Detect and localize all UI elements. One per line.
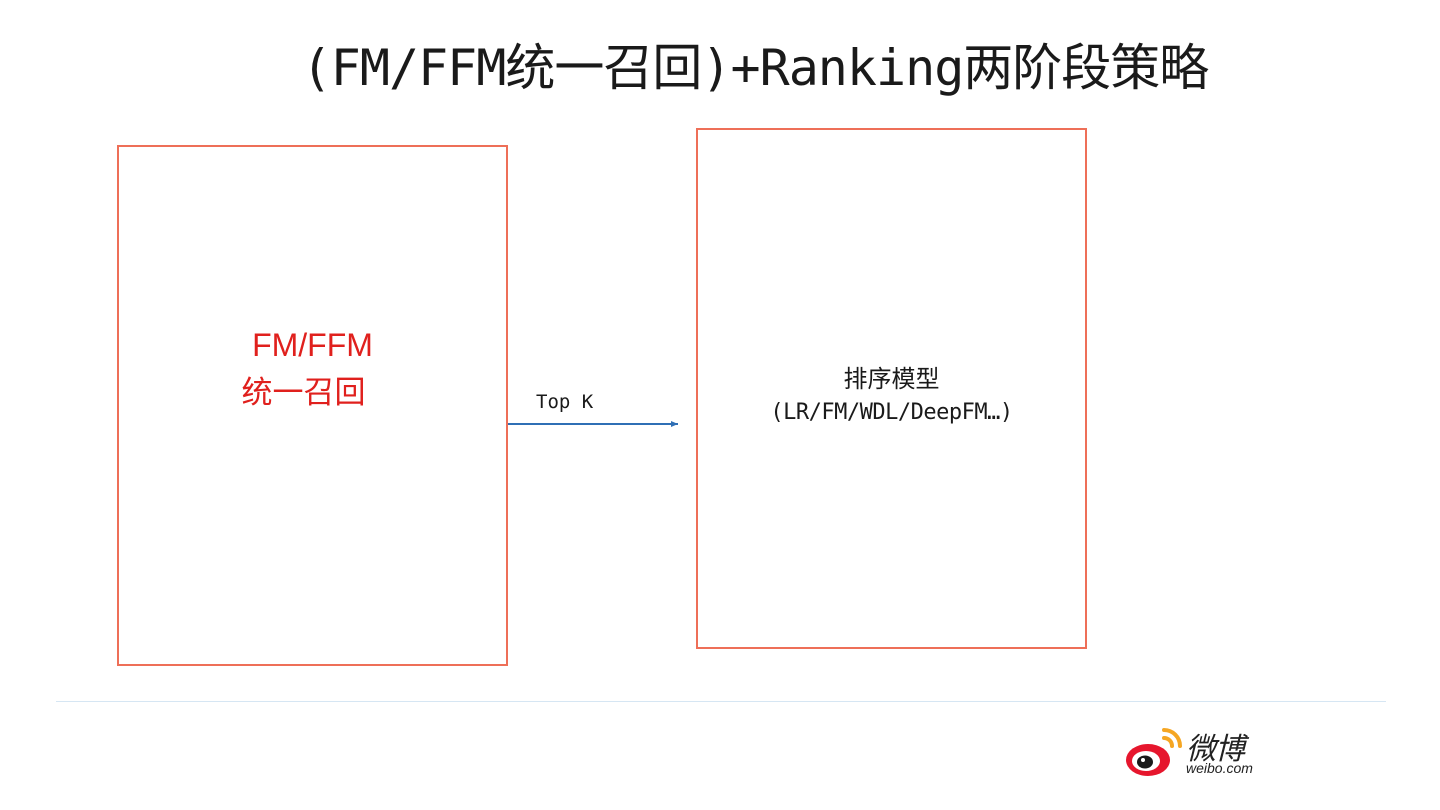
weibo-logo-domain: weibo.com [1186, 760, 1253, 776]
weibo-logo-text: 微博 [1186, 732, 1245, 767]
weibo-logo: 微博 weibo.com [1124, 722, 1284, 782]
arrow-label: Top K [536, 391, 594, 413]
slide-title: (FM/FFM统一召回)+Ranking两阶段策略 [301, 39, 1210, 97]
ranking-stage-box: 排序模型 (LR/FM/WDL/DeepFM…) [696, 128, 1087, 649]
flow-arrow [508, 421, 678, 427]
ranking-stage-title: 排序模型 [843, 365, 940, 393]
weibo-eye-icon [1126, 728, 1182, 776]
recall-stage-box: FM/FFM 统一召回 [117, 145, 508, 666]
recall-stage-subtitle: 统一召回 [241, 375, 366, 411]
ranking-stage-subtitle: (LR/FM/WDL/DeepFM…) [770, 400, 1013, 425]
footer-divider [56, 701, 1386, 702]
recall-stage-title: FM/FFM [252, 327, 373, 363]
